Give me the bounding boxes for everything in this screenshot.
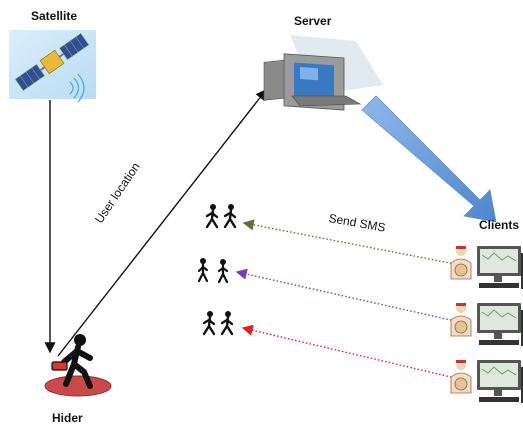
sms-arrow-middle [235, 268, 456, 322]
client-at-computer-icon [450, 303, 523, 346]
server-label: Server [294, 14, 332, 28]
satellite-icon [9, 30, 96, 103]
client-at-computer-icon [450, 246, 523, 289]
user-location-arrow [57, 88, 267, 357]
sms-arrow-top [242, 219, 456, 265]
walking-people-icon [202, 311, 234, 336]
server-to-clients-arrow [361, 95, 497, 223]
sms-arrow-bottom [241, 324, 456, 379]
desktop-computer-icon [263, 35, 383, 111]
walking-people-icon [205, 204, 237, 229]
client-at-computer-icon [450, 360, 523, 403]
running-person-icon [44, 334, 112, 397]
clients-label: Clients [479, 218, 520, 232]
walking-people-icon [197, 258, 229, 284]
satellite-label: Satellite [31, 9, 78, 23]
hider-label: Hider [52, 411, 83, 425]
